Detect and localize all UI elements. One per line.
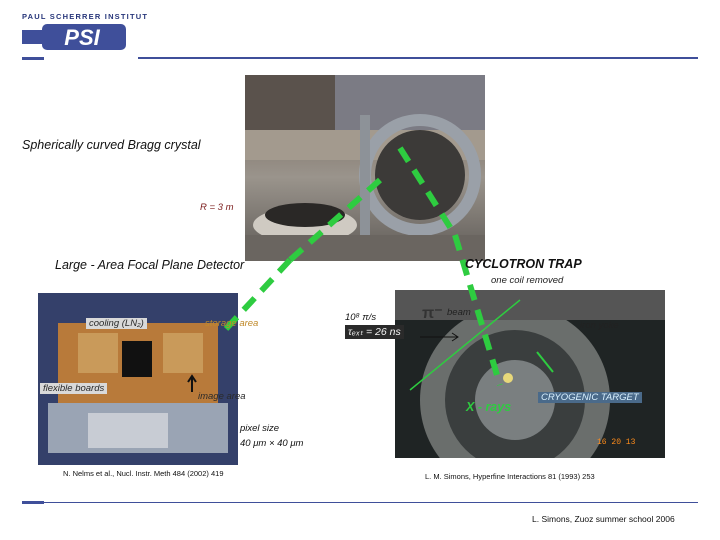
logo-text: PSI: [64, 25, 100, 50]
cyclotron-trap-label: CYCLOTRON TRAP: [465, 257, 582, 271]
reference-left: N. Nelms et al., Nucl. Instr. Meth 484 (…: [63, 469, 224, 478]
coil-removed-label: one coil removed: [491, 275, 564, 286]
crystal-label: Spherically curved Bragg crystal: [22, 138, 201, 152]
extraction-time-label: τₑₓₜ = 26 ns: [345, 325, 404, 339]
xrays-label: X - rays: [466, 400, 512, 414]
storage-area-label: storage area: [205, 318, 259, 329]
footer-rule-stub: [22, 501, 44, 504]
pion-rate-label: 10⁸ π/s: [345, 312, 377, 323]
beam-label: beam: [447, 307, 471, 318]
detector-label: Large - Area Focal Plane Detector: [55, 258, 245, 272]
cooling-label: cooling (LN₂): [86, 318, 147, 329]
header-rule: [138, 57, 698, 59]
psi-logo: PSI: [22, 24, 126, 50]
crystal-photo: [245, 75, 485, 261]
reference-right: L. M. Simons, Hyperfine Interactions 81 …: [425, 472, 595, 481]
iron-yoke-label: iron yoke: [580, 320, 619, 331]
footer-rule: [42, 502, 698, 503]
pion-symbol: π⁻: [422, 305, 443, 322]
flexible-boards-label: flexible boards: [40, 383, 108, 394]
radius-label: R = 3 m: [200, 202, 234, 213]
pixel-dimension-label: 40 μm × 40 μm: [240, 438, 304, 449]
image-area-label: image area: [198, 391, 246, 402]
cryogenic-target-label: CRYOGENIC TARGET: [538, 392, 642, 403]
institute-name: PAUL SCHERRER INSTITUT: [22, 12, 149, 21]
pixel-size-label: pixel size: [240, 423, 280, 434]
photo-timestamp: 16 20 13: [597, 438, 636, 447]
footer-credit: L. Simons, Zuoz summer school 2006: [532, 514, 675, 524]
header-rule-stub: [22, 57, 44, 60]
